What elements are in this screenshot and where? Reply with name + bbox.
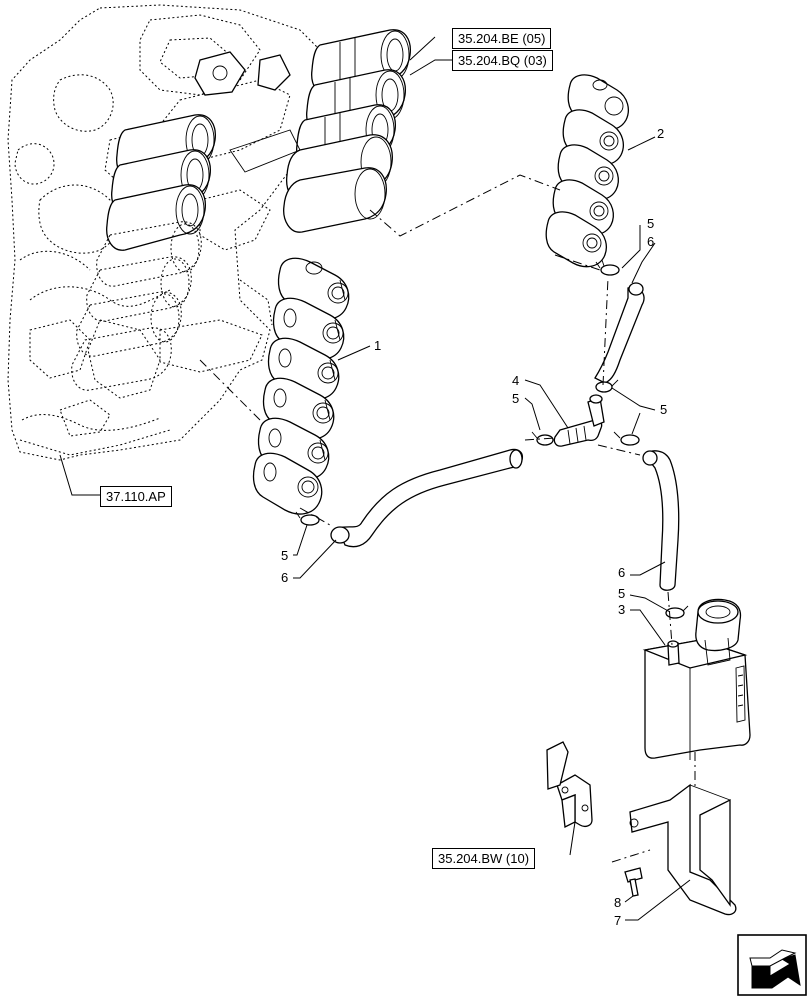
next-page-arrow-icon[interactable] [737,934,807,996]
callout-3: 3 [618,602,625,617]
callout-5-top-right: 5 [647,216,654,231]
callout-6-top-right: 6 [647,234,654,249]
upper-couplers-on-housing [71,29,411,391]
reference-label: 37.110.AP [106,489,166,504]
callout-1: 1 [374,338,381,353]
callout-numbers: 1 2 3 4 5 5 5 5 5 6 6 6 7 8 [281,126,667,928]
reference-35-204-bw[interactable]: 35.204.BW (10) [432,848,536,869]
hose-6-right [642,450,680,591]
callout-6-right: 6 [618,565,625,580]
mounting-plate [546,741,593,828]
coupler-block-1 [252,257,350,515]
leader-lines [59,36,691,921]
hose-clips [295,259,689,619]
bracket-7 [629,783,737,916]
reference-35-204-be[interactable]: 35.204.BE (05) [452,28,552,49]
reference-37-110-ap[interactable]: 37.110.AP [100,486,172,507]
callout-2: 2 [657,126,664,141]
reservoir-3 [642,598,751,760]
callout-5-tee: 5 [512,391,519,406]
callout-6-left: 6 [281,570,288,585]
reference-label: 35.204.BW (10) [438,851,530,866]
callout-4: 4 [512,373,519,388]
callout-5-right: 5 [660,402,667,417]
centre-lines [199,174,696,863]
tee-connector-4 [553,394,605,447]
reference-label: 35.204.BE (05) [458,31,546,46]
callout-7: 7 [614,913,621,928]
callout-8: 8 [614,895,621,910]
reference-label: 35.204.BQ (03) [458,53,547,68]
hose-6-upper [594,282,645,384]
coupler-block-2 [545,74,629,268]
hose-6-left [330,448,524,548]
callout-5-reservoir: 5 [618,586,625,601]
reference-35-204-bq[interactable]: 35.204.BQ (03) [452,50,553,71]
callout-5-left: 5 [281,548,288,563]
screw-8 [624,867,643,897]
